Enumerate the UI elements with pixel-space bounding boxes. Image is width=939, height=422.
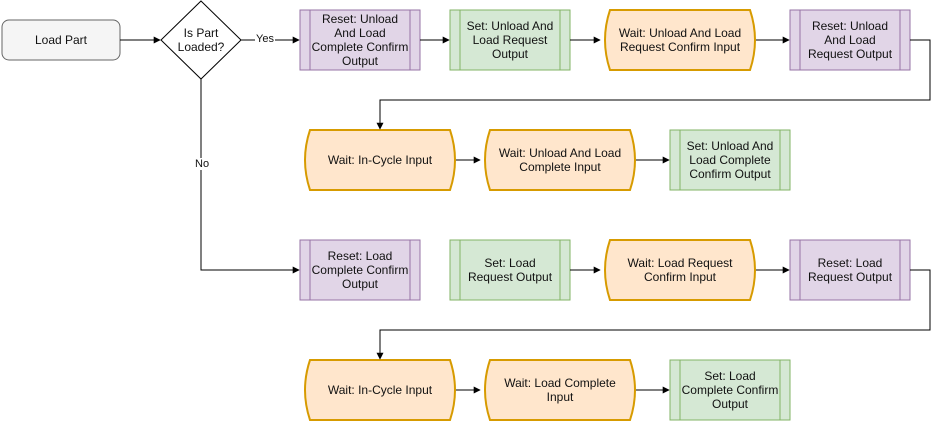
edge-r3-to-r4 — [376, 269, 931, 360]
r1-set-unload-load-request-node — [449, 9, 571, 71]
is-part-loaded-label: Is Part Loaded? — [177, 26, 225, 54]
r3-reset-load-complete-confirm-label: Reset: Load Complete Confirm Output — [311, 249, 409, 291]
r1-reset-unload-load-request-label: Reset: Unload And Load Request Output — [807, 19, 893, 61]
r3-wait-load-request-confirm-label: Wait: Load Request Confirm Input — [627, 256, 733, 284]
r4-wait-load-complete-node — [484, 359, 636, 421]
r3-wait-load-request-confirm-node — [604, 239, 756, 301]
r4-wait-in-cycle-label: Wait: In-Cycle Input — [327, 383, 433, 397]
r3-set-load-request-node — [449, 239, 571, 301]
r4-set-load-complete-confirm-node — [669, 359, 791, 421]
r3-set-load-request-label: Set: Load Request Output — [467, 256, 553, 284]
r3-reset-load-request-node — [789, 239, 911, 301]
yes-edge-label: Yes — [255, 33, 275, 45]
r2-wait-unload-load-complete-node — [484, 129, 636, 191]
r3-reset-load-request-label: Reset: Load Request Output — [807, 256, 893, 284]
r3-reset-load-complete-confirm-node — [299, 239, 421, 301]
r2-set-unload-load-complete-confirm-node — [669, 129, 791, 191]
r1-reset-unload-load-complete-label: Reset: Unload And Load Complete Confirm … — [311, 12, 409, 68]
r1-reset-unload-load-complete-node — [299, 9, 421, 71]
r4-wait-in-cycle-node — [304, 359, 456, 421]
no-edge-label: No — [194, 158, 211, 170]
r1-wait-unload-load-request-confirm-node — [604, 9, 756, 71]
edge-decision-no — [200, 79, 300, 274]
r4-wait-load-complete-label: Wait: Load Complete Input — [504, 376, 616, 404]
r2-wait-in-cycle-node — [304, 129, 456, 191]
r2-set-unload-load-complete-confirm-label: Set: Unload And Load Complete Confirm Ou… — [686, 139, 774, 181]
r1-wait-unload-load-request-confirm-label: Wait: Unload And Load Request Confirm In… — [618, 26, 742, 54]
r1-set-unload-load-request-label: Set: Unload And Load Request Output — [466, 19, 554, 61]
r4-set-load-complete-confirm-label: Set: Load Complete Confirm Output — [681, 369, 779, 411]
load-part-label: Load Part — [34, 33, 88, 47]
edge-r1-to-r2 — [376, 39, 931, 130]
r2-wait-in-cycle-label: Wait: In-Cycle Input — [327, 153, 433, 167]
r2-wait-unload-load-complete-label: Wait: Unload And Load Complete Input — [498, 146, 622, 174]
